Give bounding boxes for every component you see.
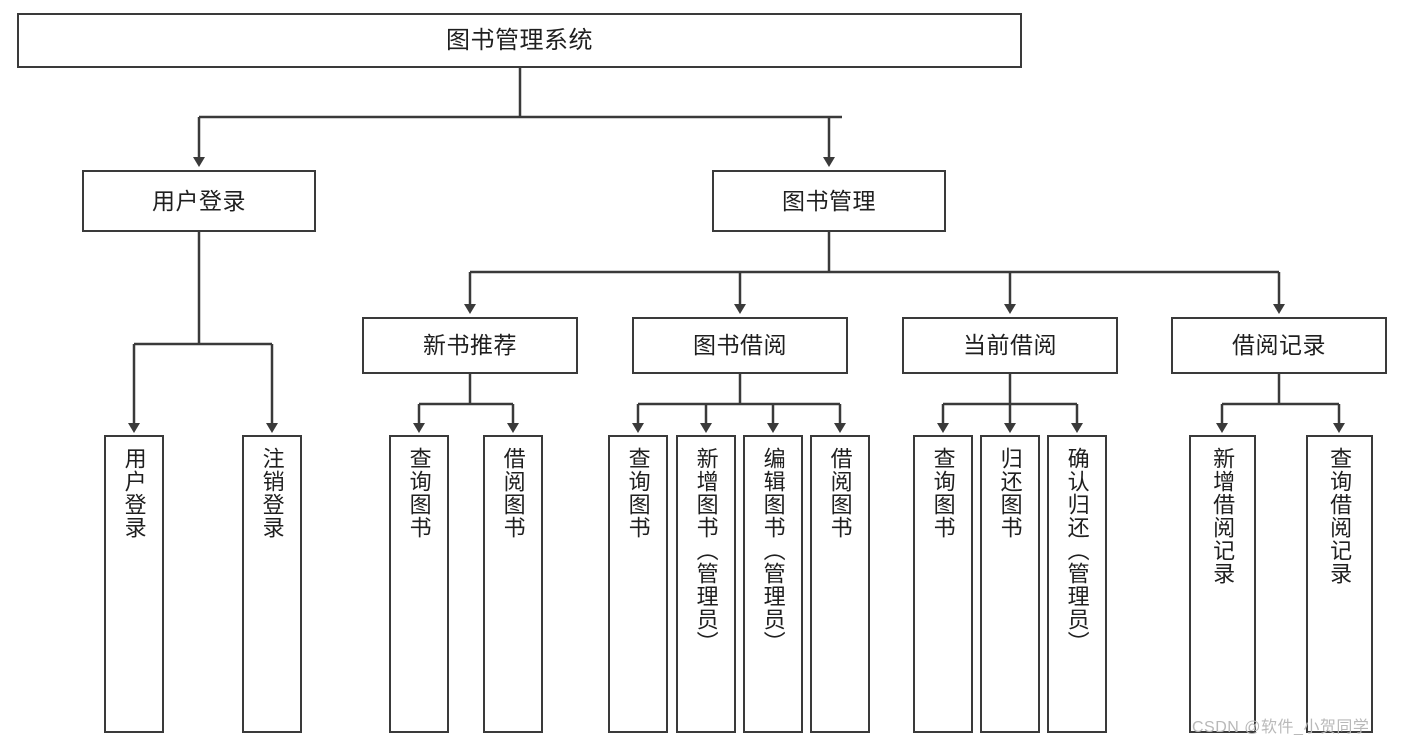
node-leaf-edit-book[interactable]: 编辑图书（管理员）: [743, 435, 803, 733]
node-leaf-query-book-1-label: 查询图书: [406, 447, 432, 539]
node-borrow-record-label: 借阅记录: [1232, 332, 1326, 359]
node-user-login-label: 用户登录: [152, 187, 246, 214]
node-root-label: 图书管理系统: [446, 26, 593, 54]
node-root[interactable]: 图书管理系统: [17, 13, 1022, 68]
node-user-login[interactable]: 用户登录: [82, 170, 316, 232]
node-leaf-borrow-book-1-label: 借阅图书: [500, 447, 526, 539]
node-leaf-user-login[interactable]: 用户登录: [104, 435, 164, 733]
node-leaf-logout-login[interactable]: 注销登录: [242, 435, 302, 733]
node-new-book-recommend[interactable]: 新书推荐: [362, 317, 578, 374]
node-leaf-add-book[interactable]: 新增图书（管理员）: [676, 435, 736, 733]
node-leaf-query-book-2-label: 查询图书: [625, 447, 651, 539]
node-leaf-add-borrow-record[interactable]: 新增借阅记录: [1189, 435, 1256, 733]
node-leaf-confirm-return[interactable]: 确认归还（管理员）: [1047, 435, 1107, 733]
node-new-book-recommend-label: 新书推荐: [423, 332, 517, 359]
node-book-borrow-label: 图书借阅: [693, 332, 787, 359]
node-leaf-return-book-label: 归还图书: [997, 447, 1023, 539]
node-book-management-label: 图书管理: [782, 187, 876, 214]
node-book-management[interactable]: 图书管理: [712, 170, 946, 232]
watermark: CSDN @软件_小贺同学: [1192, 719, 1370, 736]
node-current-borrow[interactable]: 当前借阅: [902, 317, 1118, 374]
node-leaf-query-book-3[interactable]: 查询图书: [913, 435, 973, 733]
node-leaf-borrow-book-2-label: 借阅图书: [827, 447, 853, 539]
node-leaf-edit-book-label: 编辑图书（管理员）: [760, 447, 786, 654]
node-leaf-logout-login-label: 注销登录: [259, 447, 285, 539]
node-leaf-confirm-return-label: 确认归还（管理员）: [1064, 447, 1090, 654]
node-leaf-query-book-3-label: 查询图书: [930, 447, 956, 539]
node-leaf-add-borrow-record-label: 新增借阅记录: [1210, 447, 1236, 585]
node-leaf-borrow-book-1[interactable]: 借阅图书: [483, 435, 543, 733]
node-leaf-add-book-label: 新增图书（管理员）: [693, 447, 719, 654]
node-leaf-query-borrow-record[interactable]: 查询借阅记录: [1306, 435, 1373, 733]
node-leaf-user-login-label: 用户登录: [121, 447, 147, 539]
node-leaf-return-book[interactable]: 归还图书: [980, 435, 1040, 733]
node-current-borrow-label: 当前借阅: [963, 332, 1057, 359]
node-book-borrow[interactable]: 图书借阅: [632, 317, 848, 374]
node-borrow-record[interactable]: 借阅记录: [1171, 317, 1387, 374]
node-leaf-query-borrow-record-label: 查询借阅记录: [1327, 447, 1353, 585]
node-leaf-borrow-book-2[interactable]: 借阅图书: [810, 435, 870, 733]
node-leaf-query-book-1[interactable]: 查询图书: [389, 435, 449, 733]
node-leaf-query-book-2[interactable]: 查询图书: [608, 435, 668, 733]
